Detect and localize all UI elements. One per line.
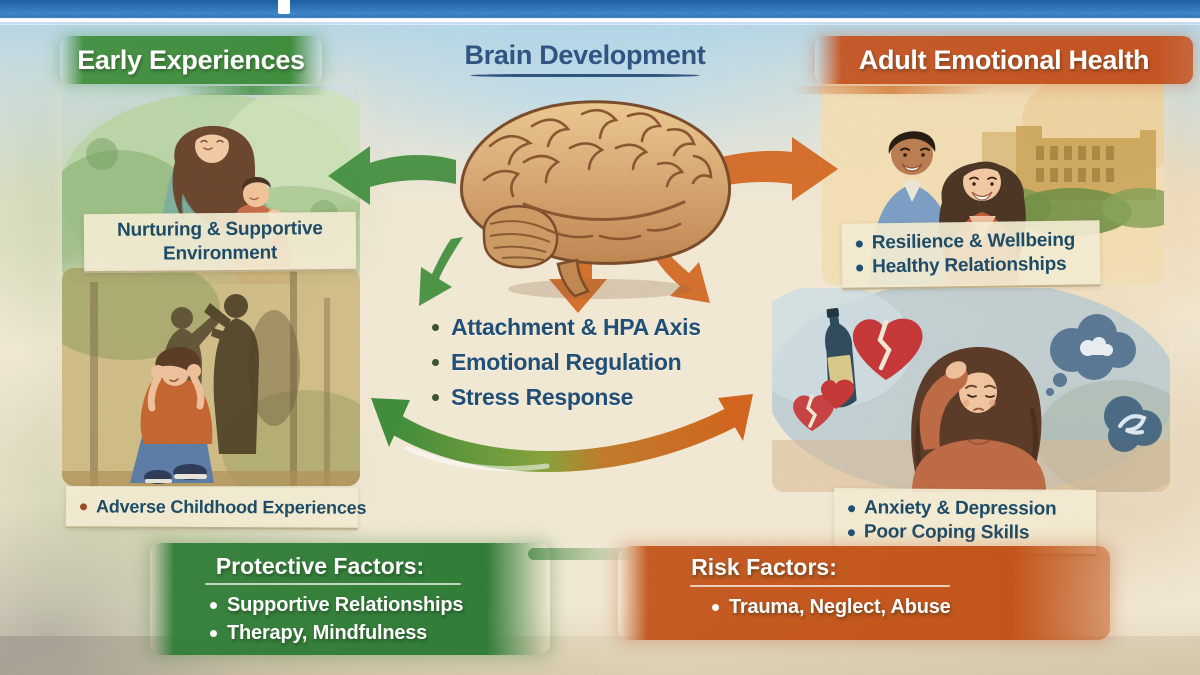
risk-item-1: Trauma, Neglect, Abuse <box>729 595 951 618</box>
adverse-experiences-label: Adverse Childhood Experiences <box>65 486 366 530</box>
section-header-brain-development: Brain Development <box>455 40 715 77</box>
bullet-icon <box>847 528 855 536</box>
bullet-icon <box>848 504 856 512</box>
header-underline <box>470 74 700 77</box>
protective-item-1: Supportive Relationships <box>227 593 464 616</box>
positive-bullet-2: Healthy Relationships <box>872 253 1067 278</box>
positive-bullet-1: Resilience & Wellbeing <box>871 229 1076 254</box>
risk-factors-panel: Risk Factors: Trauma, Neglect, Abuse <box>618 546 1110 640</box>
mechanism-2: Emotional Regulation <box>451 349 682 375</box>
bullet-icon <box>856 264 864 272</box>
bullet-icon <box>79 502 88 510</box>
bullet-icon <box>432 394 439 401</box>
bullet-icon <box>712 603 719 611</box>
nurturing-line1: Nurturing & Supportive <box>116 217 323 241</box>
cropped-banner-text-fragment <box>278 0 290 14</box>
top-banner <box>0 0 1200 25</box>
bullet-icon <box>432 359 439 366</box>
risk-factors-title: Risk Factors: <box>691 554 837 580</box>
nurturing-environment-label: Nurturing & Supportive Environment <box>83 211 357 274</box>
header-left-label: Early Experiences <box>77 44 305 75</box>
nurturing-line2: Environment <box>163 242 278 264</box>
title-underline <box>205 583 461 585</box>
green-brush-streak <box>178 86 328 95</box>
brain-mechanisms-list: Attachment & HPA Axis Emotional Regulati… <box>432 310 701 415</box>
bullet-icon <box>855 240 863 248</box>
orange-brush-streak <box>790 86 990 94</box>
mechanism-1: Attachment & HPA Axis <box>451 314 701 340</box>
resilience-label: Resilience & Wellbeing Healthy Relations… <box>841 220 1101 290</box>
bullet-icon <box>210 601 217 609</box>
header-center-label: Brain Development <box>464 40 706 70</box>
bullet-icon <box>210 629 217 637</box>
protective-item-2: Therapy, Mindfulness <box>227 621 428 644</box>
negative-bullet-1: Anxiety & Depression <box>864 497 1057 520</box>
protective-factors-title: Protective Factors: <box>215 553 425 579</box>
section-header-adult-emotional-health: Adult Emotional Health <box>815 36 1193 84</box>
brain-illustration <box>460 100 731 299</box>
mechanism-3: Stress Response <box>451 384 634 410</box>
header-right-label: Adult Emotional Health <box>858 44 1150 75</box>
negative-bullet-2: Poor Coping Skills <box>863 521 1030 544</box>
protective-factors-panel: Protective Factors: Supportive Relations… <box>150 543 550 655</box>
title-underline <box>690 585 950 587</box>
section-header-early-experiences: Early Experiences <box>60 36 322 84</box>
adverse-label-text: Adverse Childhood Experiences <box>95 495 367 518</box>
bullet-icon <box>432 324 439 331</box>
